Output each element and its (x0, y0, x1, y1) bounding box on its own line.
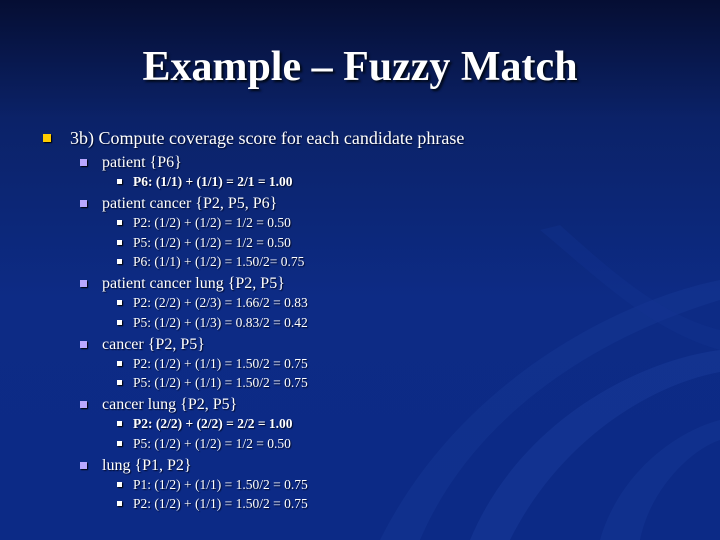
square-bullet-icon (117, 421, 122, 427)
square-bullet-icon (117, 440, 122, 446)
diamond-bullet-icon (80, 200, 87, 208)
coverage-score-item: P6: (1/1) + (1/1) = 2/1 = 1.00 (133, 174, 293, 189)
coverage-score-item: P2: (2/2) + (2/3) = 1.66/2 = 0.83 (133, 295, 308, 311)
coverage-score-item: P5: (1/2) + (1/3) = 0.83/2 = 0.42 (133, 314, 308, 330)
diamond-bullet-icon (80, 340, 87, 348)
coverage-score-item: P2: (1/2) + (1/2) = 1/2 = 0.50 (133, 215, 291, 231)
coverage-score-item: P1: (1/2) + (1/1) = 1.50/2 = 0.75 (133, 477, 308, 492)
candidate-phrase: cancer lung {P2, P5} (102, 396, 238, 414)
square-bullet-icon (117, 319, 122, 325)
diamond-bullet-icon (80, 159, 87, 166)
diamond-bullet-icon (80, 280, 87, 288)
square-bullet-icon (43, 134, 51, 142)
coverage-score-item: P6: (1/1) + (1/2) = 1.50/2= 0.75 (133, 253, 305, 269)
coverage-score-item: P2: (1/2) + (1/1) = 1.50/2 = 0.75 (133, 496, 308, 512)
square-bullet-icon (117, 360, 122, 366)
square-bullet-icon (117, 220, 122, 226)
step-heading: 3b) Compute coverage score for each cand… (70, 128, 465, 148)
square-bullet-icon (117, 239, 122, 245)
square-bullet-icon (117, 380, 122, 386)
coverage-score-item: P2: (2/2) + (2/2) = 2/2 = 1.00 (133, 416, 293, 432)
square-bullet-icon (117, 300, 122, 306)
square-bullet-icon (117, 482, 122, 487)
coverage-score-item: P5: (1/2) + (1/2) = 1/2 = 0.50 (133, 234, 291, 250)
coverage-score-item: P5: (1/2) + (1/1) = 1.50/2 = 0.75 (133, 375, 308, 391)
candidate-phrase: patient cancer lung {P2, P5} (102, 275, 285, 293)
diamond-bullet-icon (80, 462, 87, 469)
square-bullet-icon (117, 501, 122, 507)
coverage-score-item: P5: (1/2) + (1/2) = 1/2 = 0.50 (133, 435, 291, 451)
candidate-phrase: cancer {P2, P5} (102, 335, 205, 353)
candidate-phrase: lung {P1, P2} (102, 457, 192, 474)
slide-title: Example – Fuzzy Match (142, 44, 578, 90)
candidate-phrase: patient cancer {P2, P5, P6} (102, 195, 278, 213)
candidate-phrase: patient {P6} (102, 154, 182, 171)
square-bullet-icon (117, 258, 122, 264)
diamond-bullet-icon (80, 401, 87, 409)
square-bullet-icon (117, 179, 122, 184)
coverage-score-item: P2: (1/2) + (1/1) = 1.50/2 = 0.75 (133, 355, 308, 371)
